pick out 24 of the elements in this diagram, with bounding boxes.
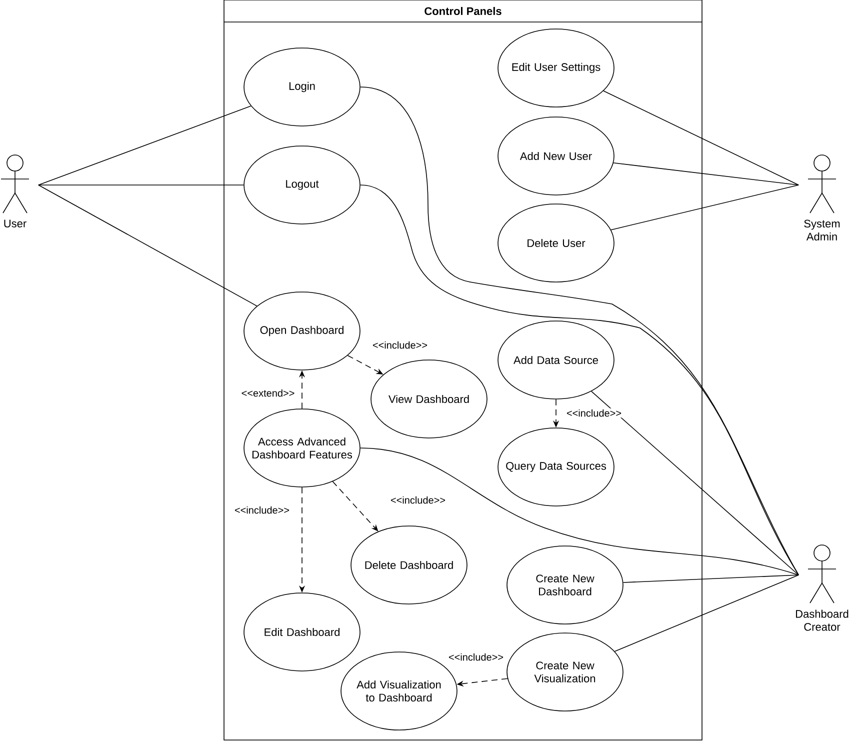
edge-label: <<extend>> [240,388,296,398]
association-line [590,390,799,576]
association-line [360,86,799,576]
association-line [38,184,244,186]
edge-label: <<include>> [233,505,291,515]
association-line [614,574,799,652]
association-line [622,574,799,583]
actor-figure: Dashboard Creator [796,544,848,631]
node-label: Dashboard Creator [796,610,848,631]
actor-figure: User [0,154,30,228]
node-label: System Admin [804,220,840,241]
association-line [360,448,799,576]
edge-label: <<include>> [371,340,429,350]
association-line [610,184,799,230]
edge-label: <<include>> [565,408,623,418]
association-line [360,184,799,576]
actor-figure: System Admin [804,154,840,241]
node-label: User [4,220,26,228]
association-line [38,106,252,186]
association-line [603,90,799,186]
association-line [38,184,258,306]
edge-label: <<include>> [389,495,447,505]
association-line [613,162,799,186]
include-arrow [332,481,378,532]
